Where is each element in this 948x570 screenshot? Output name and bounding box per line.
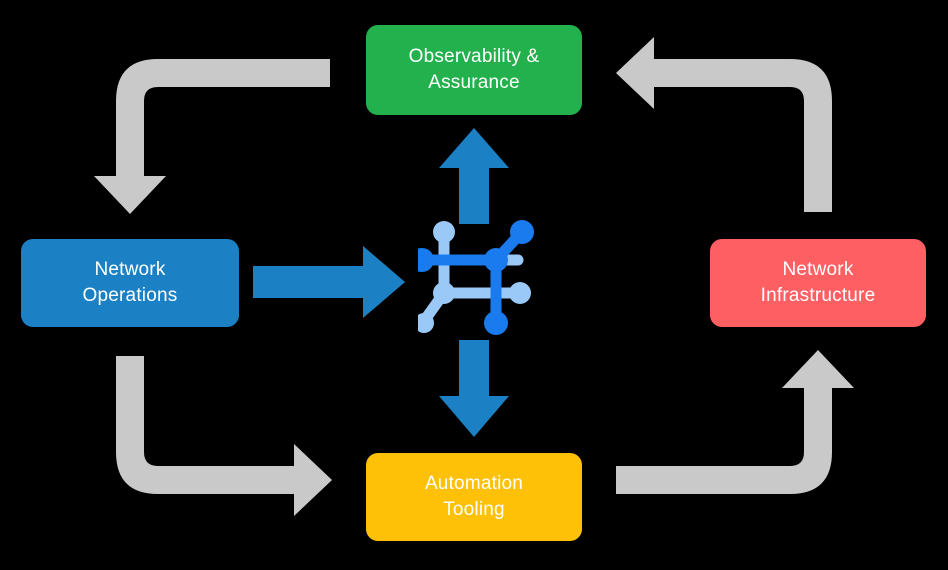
blue-arrow-operations-to-center — [253, 246, 405, 318]
node-label-infrastructure: Network Infrastructure — [760, 259, 876, 306]
node-automation-tooling[interactable]: Automation Tooling — [366, 453, 582, 541]
gray-arrow-automation-to-infrastructure — [616, 350, 854, 494]
node-label-operations: Network Operations — [82, 259, 178, 306]
topology-bright-nodes — [418, 220, 534, 335]
network-topology-icon — [418, 220, 534, 335]
blue-arrow-center-to-automation — [439, 340, 509, 437]
node-network-infrastructure[interactable]: Network Infrastructure — [710, 239, 926, 327]
gray-arrow-observability-to-operations — [94, 59, 330, 214]
node-label-observability: Observability & Assurance — [408, 46, 540, 93]
blue-arrow-center-to-observability — [439, 128, 509, 224]
node-label-automation: Automation Tooling — [424, 473, 524, 520]
node-observability-assurance[interactable]: Observability & Assurance — [366, 25, 582, 115]
node-network-operations[interactable]: Network Operations — [21, 239, 239, 327]
gray-arrow-operations-to-automation — [116, 356, 332, 516]
gray-arrow-infrastructure-to-observability — [616, 37, 832, 212]
topology-light-nodes — [418, 221, 531, 333]
